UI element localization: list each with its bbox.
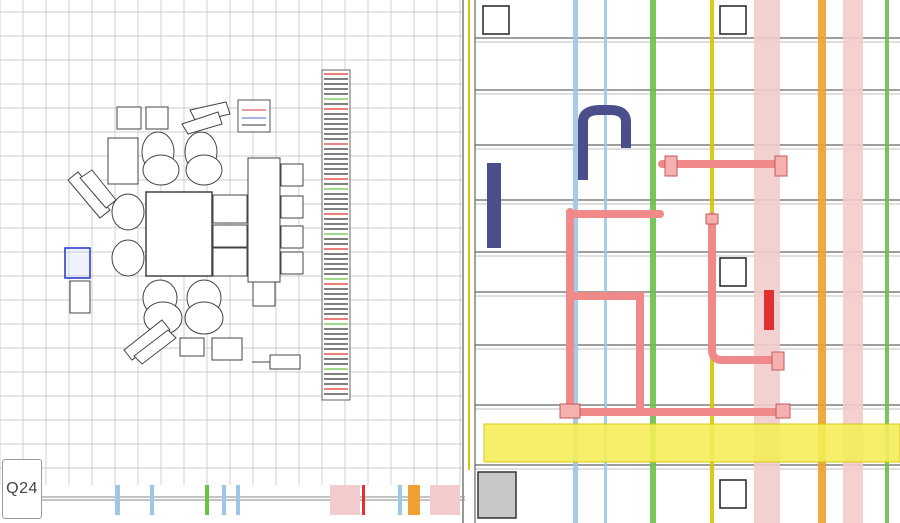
equipment-box-bottom[interactable] <box>719 479 747 509</box>
hvac-pipes[interactable] <box>566 160 784 416</box>
vertical-column <box>650 0 656 523</box>
equipment-box-top-1[interactable] <box>482 5 510 35</box>
vertical-column <box>885 0 889 523</box>
equipment-cluster[interactable] <box>67 101 304 370</box>
equipment-box-top-2[interactable] <box>719 5 747 35</box>
vertical-column <box>604 0 607 523</box>
highlight-zone[interactable] <box>483 423 900 463</box>
alarm-marker[interactable] <box>764 290 774 330</box>
selection-box[interactable] <box>64 247 91 279</box>
duct-riser <box>487 163 501 248</box>
equipment-box-mid[interactable] <box>719 257 747 287</box>
vertical-column <box>843 0 863 523</box>
split-divider <box>462 0 470 523</box>
vertical-column <box>818 0 826 523</box>
navy-duct[interactable] <box>578 105 631 180</box>
grid-label-box[interactable]: Q24 <box>2 459 42 519</box>
pipe-fittings <box>559 155 791 419</box>
vertical-column <box>573 0 578 523</box>
sensor-panel[interactable] <box>237 99 271 133</box>
cable-rack[interactable] <box>321 69 351 401</box>
equipment-block[interactable] <box>477 471 517 519</box>
grid-label: Q24 <box>6 480 38 497</box>
bottom-pipe-strip <box>30 485 465 515</box>
rack-frame <box>321 69 351 401</box>
